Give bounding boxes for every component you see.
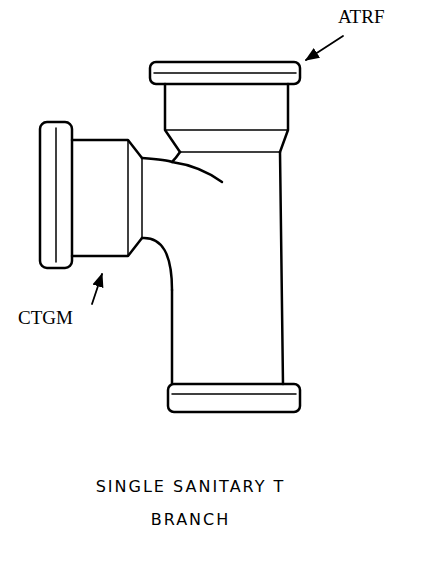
leader-arrow bbox=[306, 36, 343, 60]
branch-top-curve bbox=[142, 158, 222, 182]
top-collar bbox=[165, 84, 288, 152]
side-collar bbox=[72, 140, 142, 256]
figure-caption: SINGLE SANITARY T BRANCH bbox=[88, 470, 293, 536]
collar-line bbox=[141, 158, 143, 238]
part-code-label: ATRF bbox=[338, 6, 384, 28]
flange-line bbox=[55, 128, 57, 262]
bottom-flange bbox=[168, 384, 300, 412]
collar-line bbox=[180, 151, 280, 153]
body-left bbox=[172, 152, 180, 384]
flange-line bbox=[172, 393, 296, 395]
collar-line bbox=[165, 129, 288, 131]
body-right bbox=[280, 152, 283, 384]
leader-arrow bbox=[92, 274, 102, 304]
collar-line bbox=[127, 140, 129, 256]
branch-bottom-curve bbox=[142, 238, 172, 290]
part-code-label: CTGM bbox=[18, 307, 73, 329]
flange-line bbox=[154, 72, 296, 74]
side-flange bbox=[40, 122, 72, 268]
top-flange bbox=[150, 62, 300, 84]
